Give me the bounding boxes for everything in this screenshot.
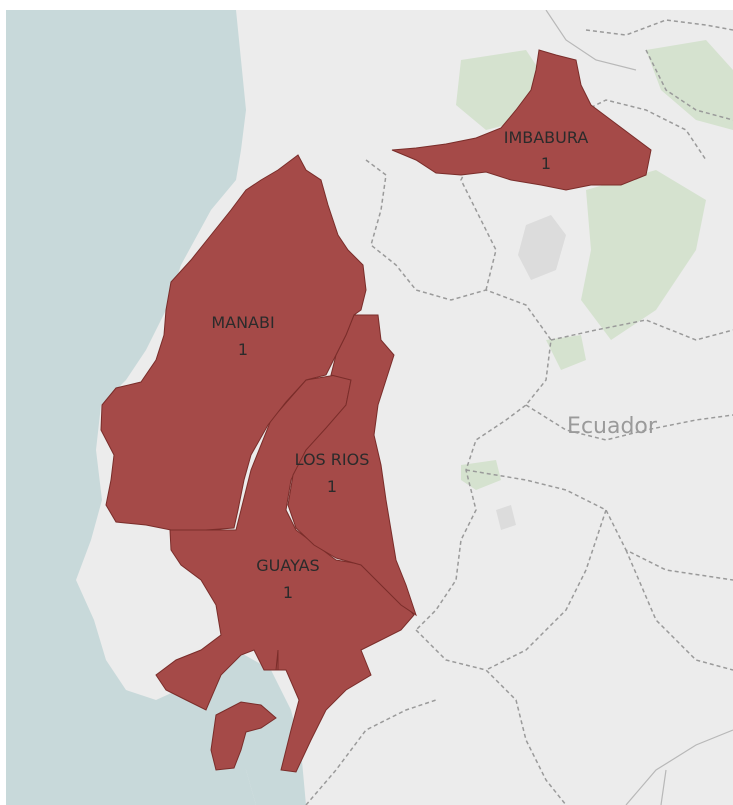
country-label: Ecuador (567, 414, 658, 439)
region-los-rios[interactable] (287, 314, 417, 617)
highways (545, 10, 733, 805)
map-view[interactable]: Ecuador IMBABURA 1 MANABI 1 LOS RIOS 1 G… (6, 10, 733, 805)
map-svg: Ecuador IMBABURA 1 MANABI 1 LOS RIOS 1 G… (6, 10, 733, 805)
region-name-los-rios: LOS RIOS (295, 450, 370, 469)
region-label-imbabura: IMBABURA 1 (504, 128, 589, 173)
region-imbabura[interactable] (391, 49, 652, 191)
region-label-guayas: GUAYAS 1 (256, 556, 319, 602)
region-manabi[interactable] (100, 154, 367, 531)
region-value-imbabura: 1 (541, 154, 551, 173)
region-name-manabi: MANABI (211, 313, 274, 332)
regions-layer (100, 49, 652, 773)
forest-areas (456, 40, 733, 490)
region-value-los-rios: 1 (327, 477, 337, 496)
region-value-manabi: 1 (238, 340, 248, 359)
region-name-imbabura: IMBABURA (504, 128, 589, 147)
region-label-manabi: MANABI 1 (211, 313, 274, 359)
region-guayas-island[interactable] (210, 701, 277, 771)
region-name-guayas: GUAYAS (256, 556, 319, 575)
region-value-guayas: 1 (283, 583, 293, 602)
region-label-los-rios: LOS RIOS 1 (295, 450, 370, 496)
urban-areas (496, 215, 566, 530)
